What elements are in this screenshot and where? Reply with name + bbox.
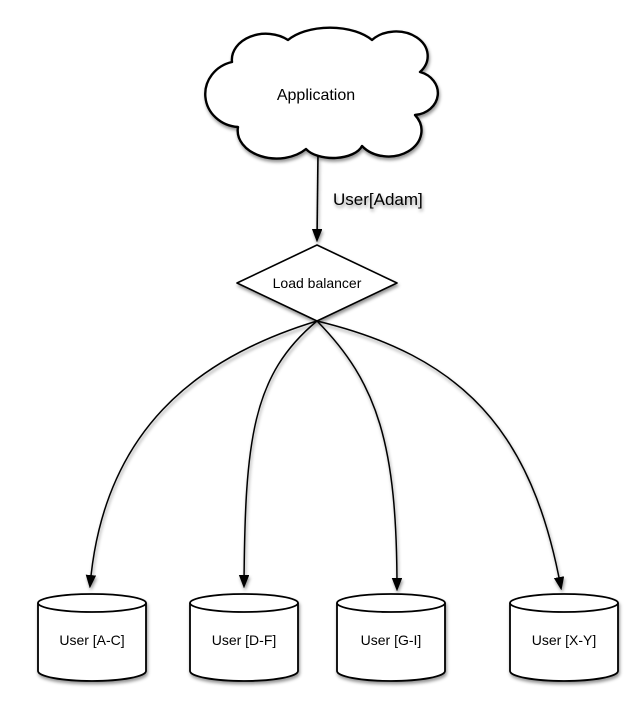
edge-application-to-load-balancer: [317, 152, 318, 240]
edge-load-balancer-to-shard-a-c: [90, 320, 318, 586]
cylinder-body: [509, 603, 619, 682]
cylinder-top: [509, 593, 619, 613]
node-label-load-balancer: Load balancer: [273, 275, 362, 291]
edge-load-balancer-to-shard-x-y: [316, 320, 561, 588]
node-label-shard-g-i: User [G-I]: [361, 632, 422, 648]
cylinder-top: [336, 593, 446, 613]
cylinder-body: [189, 603, 299, 682]
diamond-shape: [236, 244, 398, 322]
cylinder-top: [37, 593, 147, 613]
node-shard-a-c: User [A-C]: [37, 593, 147, 682]
cylinder-body: [336, 603, 446, 682]
node-shard-g-i: User [G-I]: [336, 593, 446, 682]
node-label-application: Application: [277, 87, 355, 104]
node-application: Application: [204, 26, 440, 160]
edge-load-balancer-to-shard-d-f: [244, 320, 318, 586]
edges-group: [90, 152, 561, 589]
cloud-shape: [204, 26, 440, 160]
node-label-shard-x-y: User [X-Y]: [532, 632, 597, 648]
cylinder-body: [37, 603, 147, 682]
edge-label-user-adam: User[Adam]: [333, 190, 423, 209]
edge-load-balancer-to-shard-g-i: [316, 320, 397, 589]
node-label-shard-d-f: User [D-F]: [212, 632, 277, 648]
diagram-content: User[Adam] Application Load balancer Use…: [37, 26, 619, 682]
node-shard-d-f: User [D-F]: [189, 593, 299, 682]
cylinder-top: [189, 593, 299, 613]
node-label-shard-a-c: User [A-C]: [59, 632, 124, 648]
node-load-balancer: Load balancer: [236, 244, 398, 322]
node-shard-x-y: User [X-Y]: [509, 593, 619, 682]
